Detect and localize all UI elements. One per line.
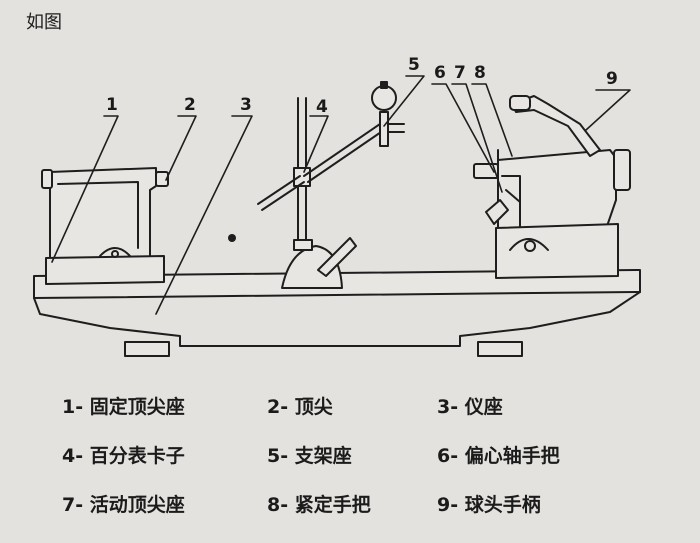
legend-item-2: 2- 顶尖 (267, 392, 437, 419)
legend-text: 支架座 (294, 445, 352, 467)
ink-spot (228, 234, 236, 242)
leader-lines (51, 75, 631, 315)
callout-labels: 1 2 3 4 5 6 7 8 9 (106, 55, 618, 117)
legend-text: 顶尖 (294, 396, 333, 418)
legend-item-1: 1- 固定顶尖座 (62, 392, 267, 419)
callout-9: 9 (606, 69, 618, 89)
callout-2: 2 (184, 95, 196, 115)
legend-number: 5- (267, 445, 289, 467)
legend-item-7: 7- 活动顶尖座 (62, 490, 267, 517)
legend-number: 4- (62, 445, 84, 467)
callout-6: 6 (434, 63, 446, 83)
callout-8: 8 (474, 63, 486, 83)
fixed-center-seat (41, 167, 165, 285)
instrument-diagram: 1 2 3 4 5 6 7 8 9 (33, 55, 641, 357)
locking-handle (505, 189, 521, 203)
movable-center-seat (473, 149, 631, 279)
figure-caption: 如图 (26, 12, 62, 33)
legend-item-3: 3- 仪座 (437, 392, 647, 419)
legend-text: 固定顶尖座 (89, 396, 185, 418)
legend-item-9: 9- 球头手柄 (437, 490, 647, 517)
legend-number: 1- (62, 396, 84, 418)
legend-number: 9- (437, 494, 459, 516)
legend-text: 偏心轴手把 (464, 445, 560, 467)
legend-text: 紧定手把 (294, 494, 371, 516)
legend-number: 2- (267, 396, 289, 418)
legend-text: 仪座 (464, 396, 503, 418)
dial-indicator (371, 81, 397, 147)
center-point (155, 171, 169, 187)
legend-number: 7- (62, 494, 84, 516)
callout-4: 4 (316, 97, 328, 117)
callout-5: 5 (408, 55, 420, 75)
legend-item-5: 5- 支架座 (267, 441, 437, 468)
parts-legend: 1- 固定顶尖座 2- 顶尖 3- 仪座 4- 百分表卡子 5- 支架座 6- … (62, 392, 682, 517)
callout-7: 7 (454, 63, 466, 83)
legend-item-8: 8- 紧定手把 (267, 490, 437, 517)
eccentric-shaft-handle (485, 199, 509, 225)
legend-text: 百分表卡子 (89, 445, 185, 467)
callout-1: 1 (106, 95, 118, 115)
callout-3: 3 (240, 95, 252, 115)
legend-text: 活动顶尖座 (89, 494, 185, 516)
legend-number: 3- (437, 396, 459, 418)
indicator-stand (257, 97, 405, 289)
legend-number: 8- (267, 494, 289, 516)
ball-head-handle (509, 95, 601, 157)
legend-item-6: 6- 偏心轴手把 (437, 441, 647, 468)
legend-number: 6- (437, 445, 459, 467)
legend-text: 球头手柄 (464, 494, 541, 516)
legend-item-4: 4- 百分表卡子 (62, 441, 267, 468)
